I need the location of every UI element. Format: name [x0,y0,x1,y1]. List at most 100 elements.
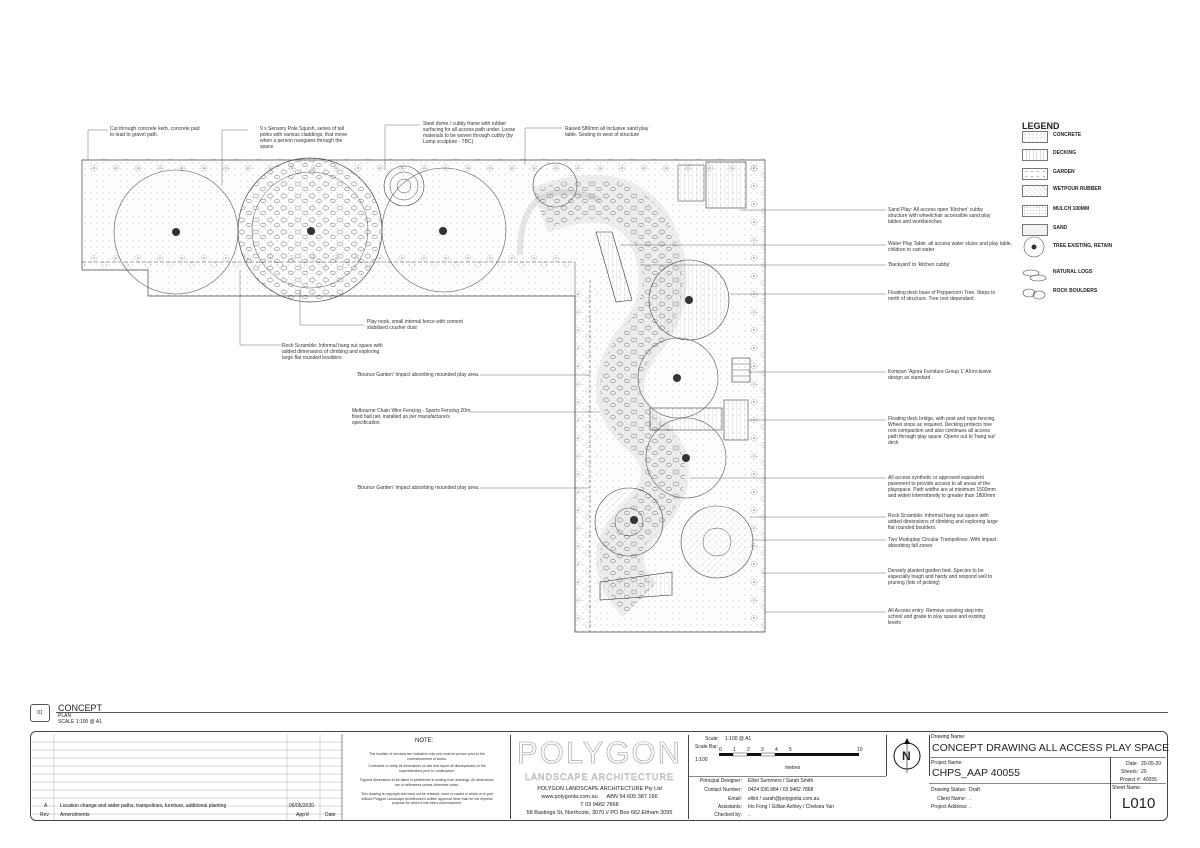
north-letter: N [902,749,911,763]
sand-hatch-icon [1022,224,1048,236]
annotation-sand-play: Sand Play: All access open 'Kitchen' cub… [888,207,991,225]
annotation-sensory-poles: 9 x Sensory Pole Squish, series of tall … [260,126,347,150]
concrete-hatch-icon [1022,131,1048,143]
annotation-steel-dome: Steel dome / cubby frame with rubber sur… [423,121,516,145]
scale-bar [719,752,859,757]
annotation-chain-fence: Melbourne Chain Wire Fencing - Sports Fe… [352,408,471,426]
sheets-value: 20 [1141,769,1147,775]
contact-label-designer: Principal Designer: [700,778,742,784]
annotation-deck-bridge: Floating deck bridge, with post and rope… [888,416,996,446]
scale-bar-label: Scale Bar: [695,744,719,750]
legend-item-garden: GARDEN [1022,168,1142,182]
scale-unit: metres [785,765,801,771]
note-paragraph-1: The location of services are indicative … [369,752,485,761]
revision-table-grid [32,734,343,820]
north-arrow-icon [893,738,921,773]
legend-item-mulch: MULCH 100MM [1022,205,1142,219]
contact-value-checked: .. [748,812,751,818]
sheet-name: L010 [1122,795,1156,812]
drawing-title: CONCEPT [58,703,103,713]
drawing-name-label: Drawing Name: [931,734,966,740]
annotation-play-nook: Play nook, small internal fence with cem… [367,319,463,331]
project-number: 40055 [1143,777,1157,783]
sheets-label: Sheets: [1121,769,1138,775]
drawing-label: 01 CONCEPT PLAN SCALE 1:100 @ A1 [30,703,230,726]
legend-item-logs: NATURAL LOGS [1022,268,1142,282]
scale-tick-10: 10 [857,747,863,753]
annotation-garden-bed: Densely planted garden bed. Species to b… [888,568,993,586]
drawing-subtitle: PLAN [58,713,72,719]
scale-tick-1: 1 [733,747,736,753]
drawing-scale: SCALE 1:100 @ A1 [58,719,102,725]
annotation-sand-table: Raised 580mm all inclusive sand play tab… [565,126,649,138]
annotation-cut-kerb: Cut through concrete kerb, concrete pad … [110,126,200,138]
legend-title: LEGEND [1022,121,1060,131]
drawing-divider-2 [929,783,1166,784]
annotation-rock-scramble-right: Rock Scramble: Informal hang out space w… [888,513,998,531]
annotation-trampolines: Two Moduplay Circular Trampolines. With … [888,537,997,549]
contact-value-number: 0424 036 884 / 03 9482 7868 [748,787,814,793]
annotation-rock-scramble-left: Rock Scramble: Informal hang out space w… [282,343,383,361]
revision-date: 06/05/2020 [289,803,315,809]
note-block: NOTE: The location of services are indic… [345,735,511,819]
contact-value-email: elliot / sarah@polygonla.com.au [748,796,820,802]
revision-header-amendments: Amendments [60,812,90,818]
revision-header-appd: App'd [296,812,309,818]
scale-block: Scale: 1:100 @ A1 Scale Bar: 1:100 0 1 2… [689,735,886,777]
company-logo: POLYGON [516,735,683,771]
title-block [30,731,1168,821]
annotation-backyard: 'Backyard' to 'kitchen cubby' [888,262,951,268]
boulder-icon [1022,288,1046,300]
project-address: .. [969,804,972,810]
date-value: 20-05-20 [1141,761,1162,767]
contact-label-email: Email: [728,796,742,802]
company-name: POLYGON LANDSCAPE ARCHITECTURE Pty Ltd [537,786,662,792]
log-icon [1022,269,1047,282]
company-phone: T 03 9482 7868 [580,802,619,808]
revision-rev: A [44,803,48,809]
drawing-status: Draft [969,787,980,793]
decking-hatch-icon [1022,149,1048,161]
project-name: CHPS_AAP 40055 [932,767,1020,779]
project-address-label: Project Address: [931,804,968,810]
annotation-entry: All Access entry: Remove existing step i… [888,608,986,626]
client-value: .. [969,796,972,802]
legend-item-sand: SAND [1022,224,1142,238]
drawing-label-rule [56,712,1168,713]
contact-label-number: Contact Number: [704,787,742,793]
company-logo-sub: LANDSCAPE ARCHITECTURE [524,772,675,782]
drawing-name: CONCEPT DRAWING ALL ACCESS PLAY SPACE [932,742,1170,754]
client-label: Client Name: [937,796,966,802]
rubber-hatch-icon [1022,185,1048,197]
contact-label-checked: Checked by: [714,812,742,818]
sheet-name-label: Sheet Name: [1112,785,1142,791]
annotation-bounce-garden-2: 'Bounce Garden' Impact absorbing mounded… [357,485,480,491]
north-arrow: N [886,735,930,776]
scale-tick-5: 5 [789,747,792,753]
revision-amendment: Location change and wider paths, trampol… [60,803,227,809]
drawing-divider-1 [929,757,1166,758]
legend-item-wetpour: WETPOUR RUBBER [1022,185,1142,199]
drawing-status-label: Drawing Status: [931,787,967,793]
scale-label: Scale: [705,736,719,742]
scale-tick-2: 2 [747,747,750,753]
mulch-hatch-icon [1022,205,1048,217]
note-paragraph-4: This drawing is copyright and must not b… [361,792,493,805]
legend-item-boulders: ROCK BOULDERS [1022,287,1142,301]
sheet-column [1110,757,1167,819]
legend-item-concrete: CONCRETE [1022,131,1142,145]
revision-header-date: Date [325,812,336,818]
legend-item-tree: TREE EXISTING, RETAIN [1022,236,1142,262]
company-address: 58 Bastings St, Northcote, 3070 // PO Bo… [526,810,673,816]
company-web: www.polygonla.com.au ABN 54 605 387 166 [541,794,658,800]
contact-label-assistants: Assistants: [717,804,742,810]
note-paragraph-2: Contractor to verify all dimensions on s… [368,764,486,773]
garden-hatch-icon [1022,168,1048,180]
revision-header-rev: Rev [40,812,49,818]
annotation-floating-deck: Floating deck base of Peppercorn Tree. S… [888,290,996,302]
contact-value-designer: Elliot Summers / Sarah Smith [748,778,814,784]
note-title: NOTE: [415,738,434,744]
annotation-kompan: Kompan 'Agora Furniture Group 1' All inc… [888,369,992,381]
tree-icon [1023,236,1045,258]
